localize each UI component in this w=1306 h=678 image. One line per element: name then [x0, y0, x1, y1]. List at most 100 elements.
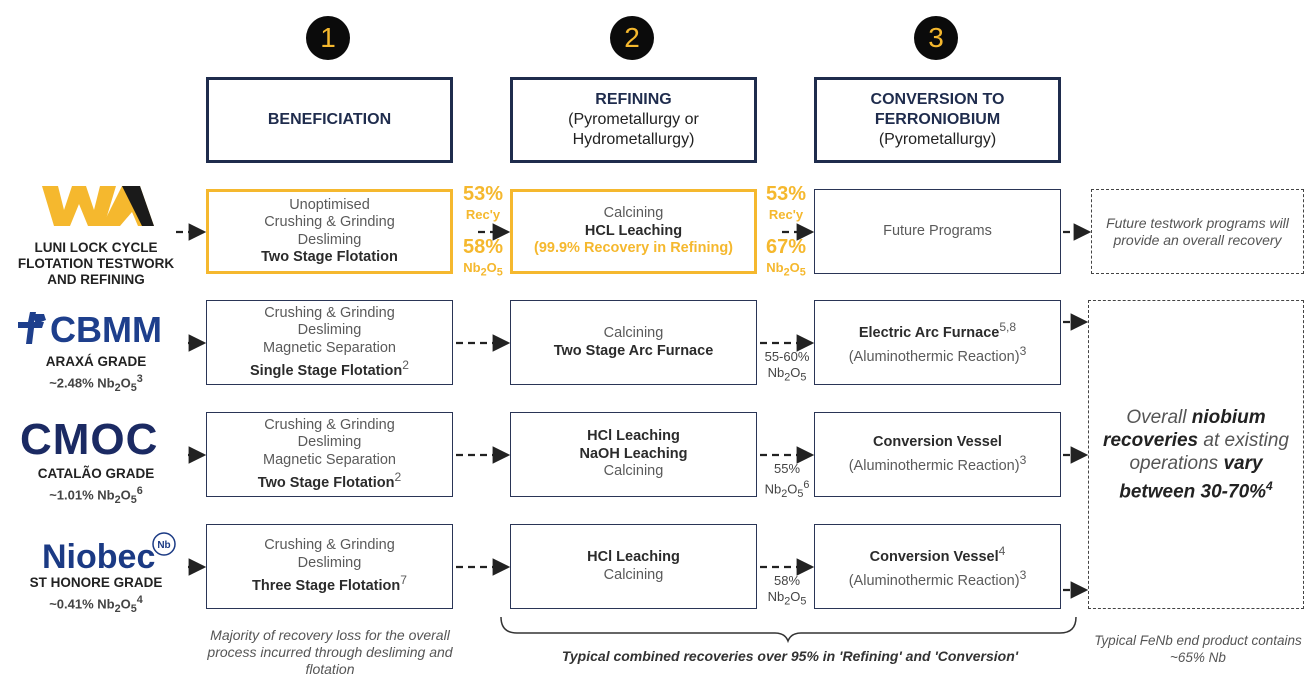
niobec-logo: Niobec Nb: [40, 530, 180, 576]
chem-text: Nb: [767, 589, 785, 604]
wa-outcome-box: Future testwork programs will provide an…: [1091, 189, 1304, 274]
footnote-ref: 4: [1266, 478, 1273, 493]
grade-text: O: [120, 596, 131, 612]
process-step: Desliming: [297, 231, 362, 248]
recovery-value: 58%: [773, 573, 801, 588]
process-step: Unoptimised: [289, 196, 370, 213]
chem-text: Nb: [463, 260, 481, 275]
process-step: Future Programs: [883, 222, 992, 239]
process-step: Desliming: [297, 434, 362, 451]
stage-number-2: 2: [610, 16, 654, 60]
stage-number-3: 3: [914, 16, 958, 60]
wa-label-line: LUNI LOCK CYCLE: [34, 240, 158, 255]
niobec-badge-text: Nb: [157, 540, 170, 551]
note-beneficiation: Majority of recovery loss for the overal…: [207, 627, 453, 677]
chem-text: O: [486, 260, 497, 275]
overall-emphasis: niobium: [1191, 406, 1266, 428]
grade-sub: 5: [130, 602, 137, 615]
wa-rec1-label: Rec'y: [465, 207, 501, 222]
footnote-ref: 3: [1019, 567, 1027, 582]
process-step: Calcining: [603, 463, 664, 480]
wa-label-line: FLOTATION TESTWORK: [17, 256, 175, 271]
process-step-key: Two Stage Arc Furnace: [553, 342, 714, 359]
recovery-value: 55%: [773, 461, 801, 476]
wa-rec1-pct: 53%: [462, 183, 504, 205]
chem-sub: 2: [784, 371, 791, 384]
chem-sub: 5: [799, 266, 806, 279]
cbmm-grade: ~2.48% Nb2O53: [0, 371, 192, 396]
stage-title: REFINING: [595, 91, 672, 108]
footnote-ref: 6: [803, 479, 810, 491]
wa-rec2-grade-label: Nb2O5: [759, 260, 813, 279]
process-step: Crushing & Grinding: [264, 304, 395, 321]
chem-text: Nb: [766, 260, 784, 275]
grade-ref: 6: [136, 485, 143, 497]
process-step: Calcining: [603, 205, 664, 222]
cmoc-logo-mark: CMOC: [20, 415, 158, 464]
chem-sub: 5: [797, 487, 804, 500]
wa-rec2-pct: 53%: [765, 183, 807, 205]
footnote-ref: 5,8: [999, 320, 1017, 335]
grade-sub: 2: [114, 493, 121, 506]
wa-beneficiation-box: Unoptimised Crushing & Grinding Deslimin…: [206, 189, 453, 274]
chem-text: O: [790, 589, 801, 604]
wa-rec2-label: Rec'y: [768, 207, 804, 222]
cbmm-refining-box: Calcining Two Stage Arc Furnace: [510, 300, 757, 385]
process-step: Calcining: [603, 325, 664, 341]
recovery-value: 55-60%: [764, 349, 810, 364]
combined-brace: [500, 616, 1077, 644]
process-step-key: Two Stage Flotation: [261, 249, 398, 265]
process-step: (Aluminothermic Reaction): [848, 457, 1020, 474]
cmoc-conversion-box: Conversion Vessel (Aluminothermic Reacti…: [814, 412, 1061, 497]
chem-text: Nb: [764, 481, 782, 497]
process-step-key: HCl Leaching: [587, 428, 680, 445]
stage-header-conversion: CONVERSION TO FERRONIOBIUM (Pyrometallur…: [814, 77, 1061, 163]
process-step-key: HCl Leaching: [587, 549, 680, 565]
stage-subtitle: (Pyrometallurgy or: [568, 111, 699, 128]
chem-sub: 5: [800, 595, 807, 608]
cbmm-logo: CBMM: [16, 309, 178, 350]
cbmm-beneficiation-box: Crushing & Grinding Desliming Magnetic S…: [206, 300, 453, 385]
stage-title: CONVERSION TO: [870, 91, 1005, 108]
grade-text: ~1.01% Nb: [49, 487, 115, 503]
chem-text: Nb: [767, 365, 785, 380]
niobec-beneficiation-box: Crushing & Grinding Desliming Three Stag…: [206, 524, 453, 609]
cbmm-conversion-recovery: 55-60% Nb2O5: [758, 349, 816, 386]
process-step: Magnetic Separation: [263, 451, 396, 468]
wa-label-line: AND REFINING: [47, 272, 145, 287]
footnote-ref: 3: [1019, 343, 1027, 358]
grade-sub: 5: [130, 381, 137, 394]
cmoc-logo-text: CMOC: [20, 418, 158, 458]
grade-text: ~2.48% Nb: [49, 375, 115, 391]
chem-sub: 2: [480, 266, 487, 279]
cbmm-logo-text: CBMM: [50, 310, 162, 346]
stage-subtitle: Hydrometallurgy): [572, 131, 695, 148]
wa-logo: [38, 182, 158, 230]
process-step: Desliming: [297, 554, 362, 571]
process-step: (Aluminothermic Reaction): [848, 348, 1020, 365]
niobec-logo-mark: Niobec Nb: [42, 532, 176, 576]
footnote-ref: 3: [1019, 452, 1027, 467]
grade-sub: 2: [114, 381, 121, 394]
process-step: Calcining: [603, 566, 664, 583]
niobec-conversion-recovery: 58% Nb2O5: [758, 573, 816, 610]
overall-text: Overall: [1126, 406, 1192, 428]
process-step-key: NaOH Leaching: [579, 445, 688, 462]
cbmm-logo-mark: CBMM: [18, 309, 162, 350]
wa-conversion-box: Future Programs: [814, 189, 1061, 274]
refining-recovery: (99.9% Recovery in Refining): [533, 240, 734, 257]
niobec-refining-box: HCl Leaching Calcining: [510, 524, 757, 609]
stage-subtitle: (Pyrometallurgy): [878, 131, 997, 148]
stage-header-refining: REFINING (Pyrometallurgy or Hydrometallu…: [510, 77, 757, 163]
process-step-key: Electric Arc Furnace: [858, 325, 1000, 341]
note-end-product: Typical FeNb end product contains ~65% N…: [1094, 633, 1302, 665]
footnote-ref: 4: [998, 544, 1006, 559]
chem-text: O: [789, 260, 800, 275]
chem-sub: 2: [781, 487, 788, 500]
process-step-key: Conversion Vessel: [873, 434, 1002, 451]
process-step: Magnetic Separation: [263, 339, 396, 356]
wa-label: LUNI LOCK CYCLE FLOTATION TESTWORK AND R…: [0, 240, 192, 288]
niobec-conversion-box: Conversion Vessel4 (Aluminothermic React…: [814, 524, 1061, 609]
cmoc-label: CATALÃO GRADE: [37, 466, 155, 481]
